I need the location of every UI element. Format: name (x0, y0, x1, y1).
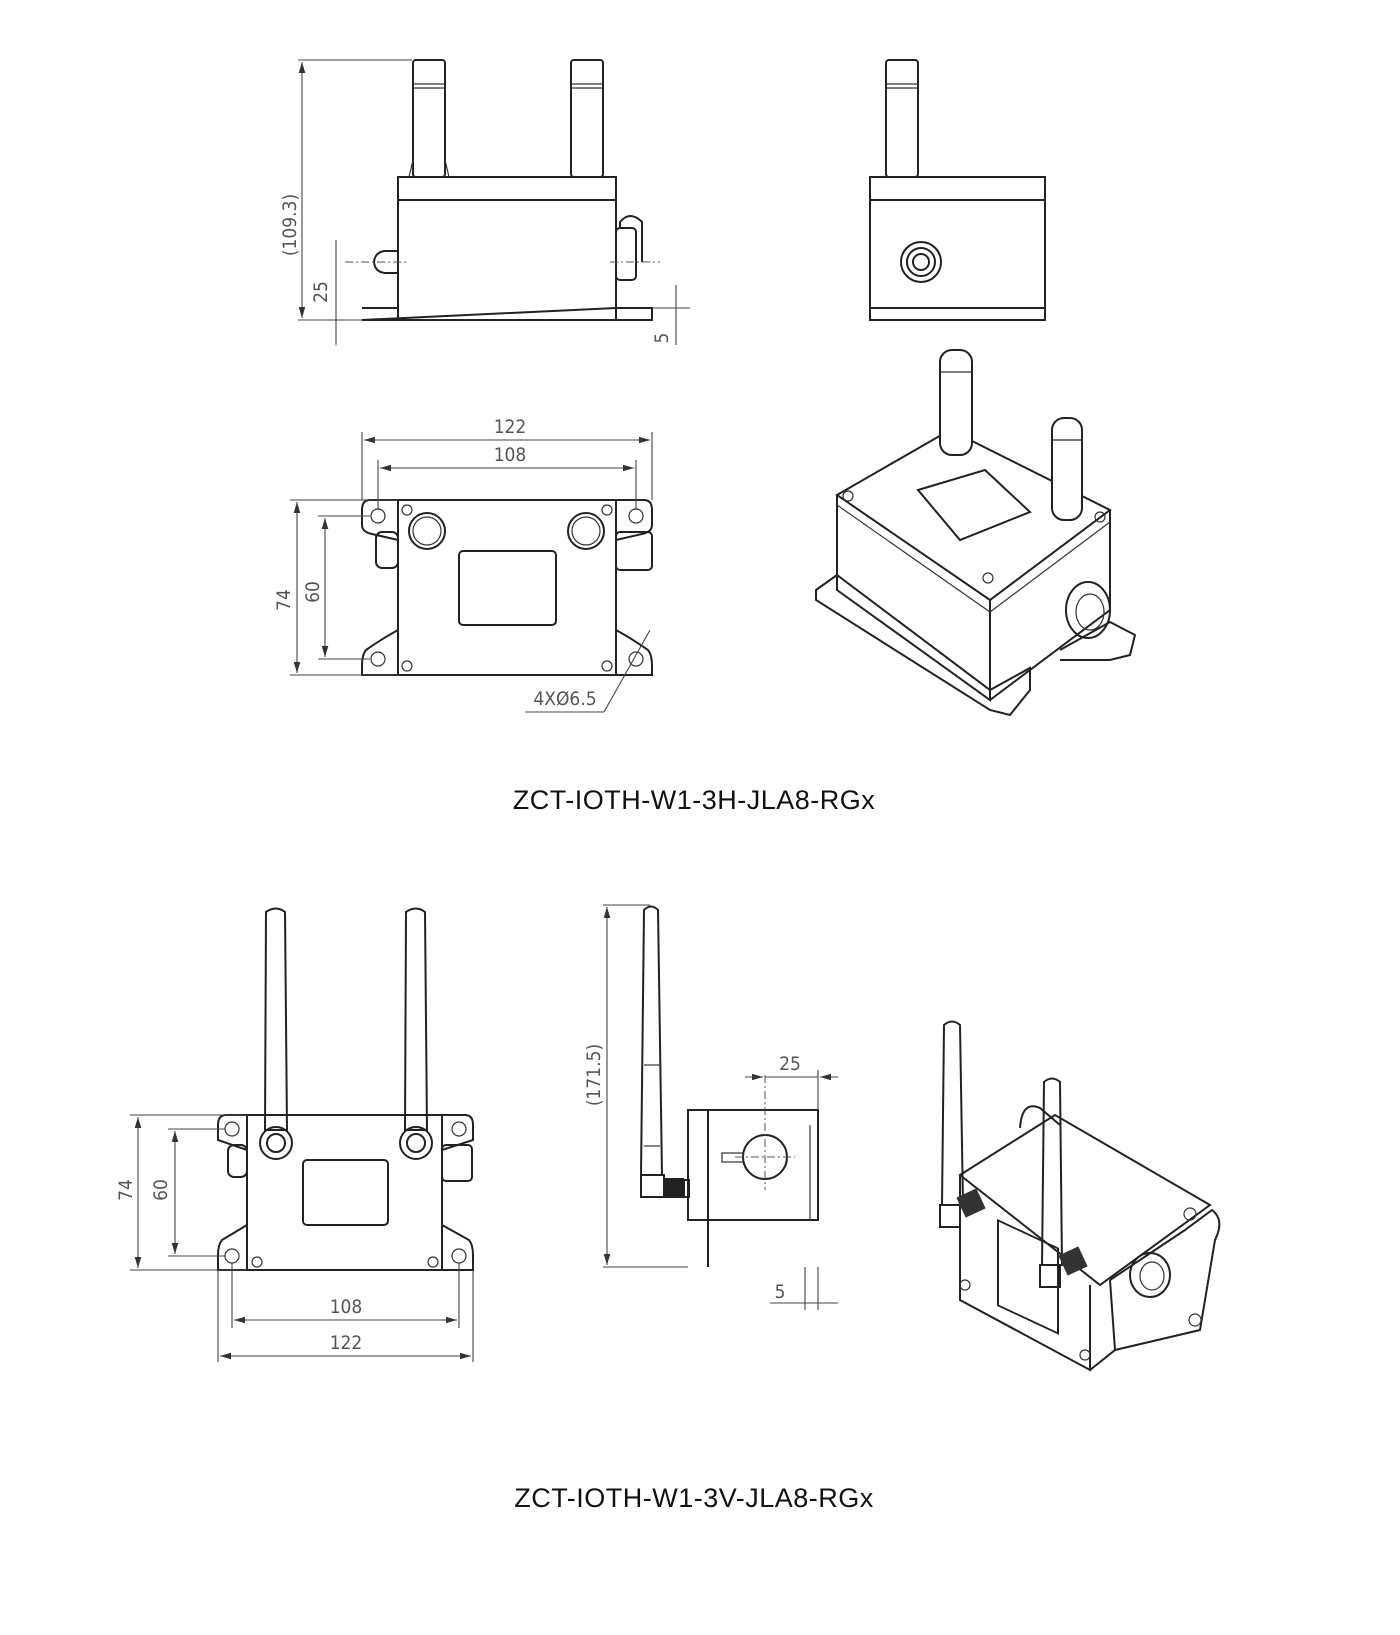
model1-isometric-view (815, 349, 1137, 717)
dim-hole-spacing-x-label: 108 (494, 444, 527, 466)
model2-side-dimensions: (171.5) 25 5 (583, 904, 838, 1310)
dim-connector-height-label: 25 (310, 281, 332, 303)
model2-front-dimensions: 74 60 108 122 (115, 1114, 474, 1362)
model1-front-view (345, 59, 660, 321)
dim2-hole-spacing-y-label: 60 (150, 1179, 172, 1201)
model1-top-view (361, 499, 653, 676)
dim-holes-label: 4XØ6.5 (533, 688, 596, 710)
dim-overall-depth-label: 74 (273, 589, 295, 611)
model2-isometric-view (939, 1020, 1221, 1372)
dim2-connector-offset-label: 25 (779, 1053, 801, 1075)
dim-height-label: (109.3) (279, 194, 301, 256)
dim-flange-label: 5 (651, 333, 673, 344)
dim-overall-width-label: 122 (494, 416, 527, 438)
model2-front-view (217, 907, 474, 1271)
model1-title: ZCT-IOTH-W1-3H-JLA8-RGx (513, 785, 876, 815)
model1-side-view (869, 59, 1046, 321)
dim2-height-label: (171.5) (583, 1044, 605, 1106)
model1-top-dimensions: 122 108 74 60 4XØ6.5 (273, 416, 653, 713)
model1-front-dimensions: (109.3) 25 5 (279, 59, 690, 345)
model2-side-view (639, 905, 819, 1267)
dim2-overall-width-label: 122 (330, 1332, 363, 1354)
dim-hole-spacing-y-label: 60 (302, 581, 324, 603)
dim2-overall-depth-label: 74 (115, 1179, 137, 1201)
model2-title: ZCT-IOTH-W1-3V-JLA8-RGx (514, 1483, 874, 1513)
dim2-flange-label: 5 (775, 1281, 786, 1303)
dim2-hole-spacing-x-label: 108 (330, 1296, 363, 1318)
